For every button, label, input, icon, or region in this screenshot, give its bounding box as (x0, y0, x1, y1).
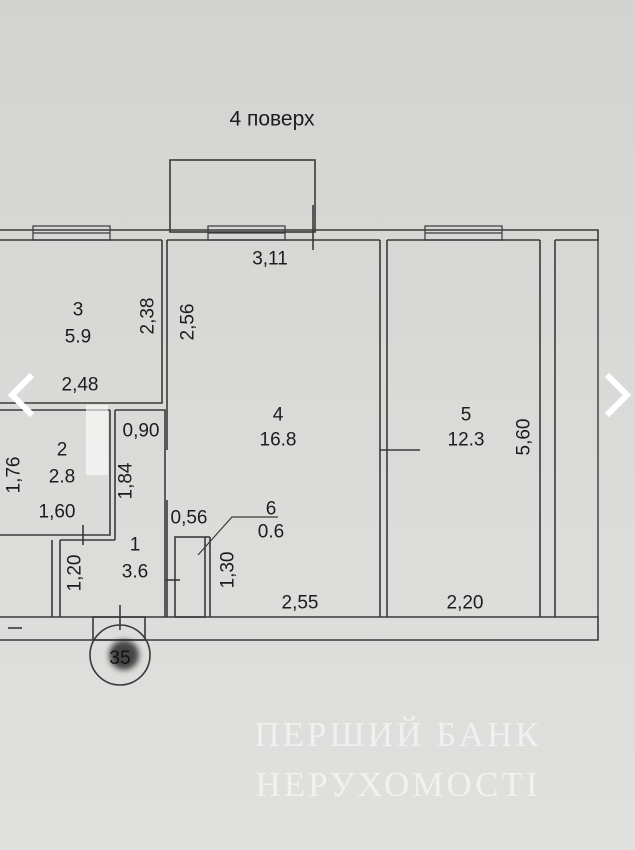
dim-2-55: 2,55 (281, 592, 319, 614)
prev-image-button[interactable] (2, 370, 42, 420)
dim-3-11: 3,11 (252, 248, 288, 270)
bottom-wall (0, 616, 599, 641)
dim-2-20: 2,20 (446, 592, 484, 614)
room-2-number: 2 (56, 439, 68, 461)
dim-1-76: 1,76 (3, 456, 25, 494)
room-6-number: 6 (265, 498, 277, 520)
dim-0-56: 0,56 (170, 507, 208, 529)
dim-0-90: 0,90 (122, 420, 160, 442)
room-3-area: 5.9 (64, 326, 92, 348)
chevron-left-icon (7, 372, 35, 418)
room-1-area: 3.6 (121, 561, 149, 583)
room-6-closet (174, 536, 206, 618)
watermark-line-1: ПЕРШИЙ БАНК (254, 715, 542, 754)
dim-1-60: 1,60 (38, 501, 76, 523)
room-2-area: 2.8 (48, 466, 76, 488)
dim-5-60: 5,60 (513, 418, 535, 456)
ink-blot (109, 640, 139, 670)
room-1-walls (51, 539, 115, 617)
room-5-area: 12.3 (447, 429, 485, 451)
dim-1-84: 1,84 (115, 462, 137, 500)
windows (32, 225, 503, 241)
dim-2-48: 2,48 (61, 374, 99, 396)
room-2-walls (0, 409, 166, 617)
balcony (169, 159, 316, 233)
room-1-number: 1 (129, 534, 141, 556)
room-5-walls (386, 240, 556, 617)
stair-marker-label: 35 (109, 648, 131, 669)
room-3-number: 3 (72, 299, 84, 321)
dim-2-38: 2,38 (137, 297, 159, 335)
room-5-number: 5 (460, 404, 472, 426)
dim-1-30: 1,30 (217, 551, 239, 589)
watermark-logo (86, 405, 108, 475)
room-4-area: 16.8 (259, 429, 297, 451)
room-6-area: 0.6 (257, 521, 285, 543)
floor-title: 4 поверх (229, 107, 315, 131)
room-4-walls (166, 240, 381, 617)
chevron-right-icon (604, 372, 632, 418)
dim-2-56: 2,56 (177, 303, 199, 341)
watermark-line-2: НЕРУХОМОСТІ (255, 765, 541, 804)
next-image-button[interactable] (597, 370, 635, 420)
room-4-number: 4 (272, 404, 284, 426)
stair-marker-circle (89, 624, 151, 686)
dim-1-20: 1,20 (64, 554, 86, 592)
